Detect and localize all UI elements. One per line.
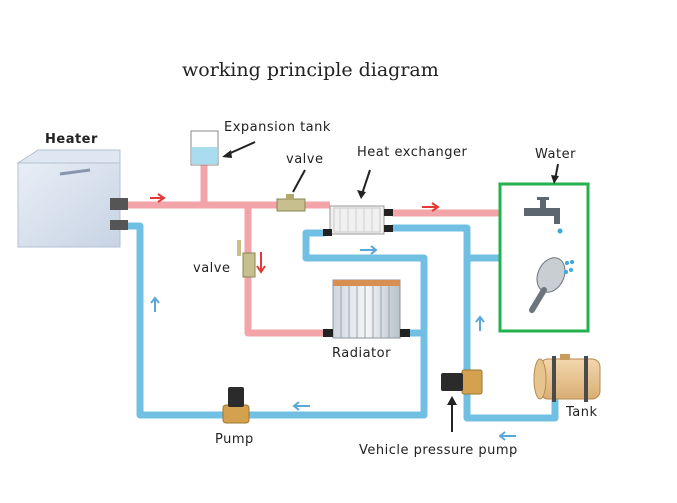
vehicle-pressure-pump — [441, 369, 483, 395]
pump-label: Pump — [215, 432, 254, 447]
flow-arrow-hot-exchanger — [422, 202, 440, 212]
flow-arrows — [150, 193, 516, 441]
flow-arrow-hot-heater — [150, 193, 166, 203]
vehicle-pressure-pump-label: Vehicle pressure pump — [359, 443, 518, 458]
heat-exchanger-pointer-head — [357, 190, 366, 199]
hot-pipe-network — [128, 165, 500, 337]
radiator-label: Radiator — [332, 346, 391, 361]
radiator — [323, 279, 410, 339]
expansion-tank-pointer-head — [222, 150, 232, 158]
heater-label: Heater — [45, 132, 98, 147]
valve-top-label: valve — [286, 152, 323, 167]
flow-arrow-cold-bottom — [292, 401, 310, 411]
water-tank — [533, 354, 601, 402]
valve-top — [276, 194, 306, 212]
valve-top-pointer — [292, 169, 306, 193]
cold-pipe-tank-line — [467, 398, 559, 422]
expansion-tank — [190, 130, 219, 166]
valve-left-label: valve — [193, 261, 230, 276]
heat-exchanger — [323, 205, 393, 236]
vehicle-pressure-pump-pointer-head — [447, 396, 457, 405]
flow-arrow-cold-exchanger-in — [360, 245, 378, 255]
hot-pipe-valve-branch — [244, 205, 325, 337]
heater-unit — [16, 149, 128, 248]
shower-head-icon — [529, 257, 574, 313]
expansion-tank-label: Expansion tank — [224, 120, 331, 135]
diagram-title: working principle diagram — [182, 59, 439, 81]
heat-exchanger-label: Heat exchanger — [357, 145, 468, 160]
valve-left — [237, 240, 256, 278]
water-label: Water — [535, 147, 576, 162]
water-pointer-head — [551, 175, 559, 184]
faucet-icon — [524, 197, 563, 234]
pump — [222, 387, 250, 424]
tank-label: Tank — [565, 405, 598, 420]
flow-arrow-hot-valve-down — [256, 252, 266, 274]
heat-exchanger-pointer — [361, 169, 371, 195]
flow-arrow-cold-up-left — [150, 296, 160, 312]
flow-arrow-cold-up-right — [475, 315, 485, 331]
flow-arrow-cold-tank — [498, 431, 516, 441]
